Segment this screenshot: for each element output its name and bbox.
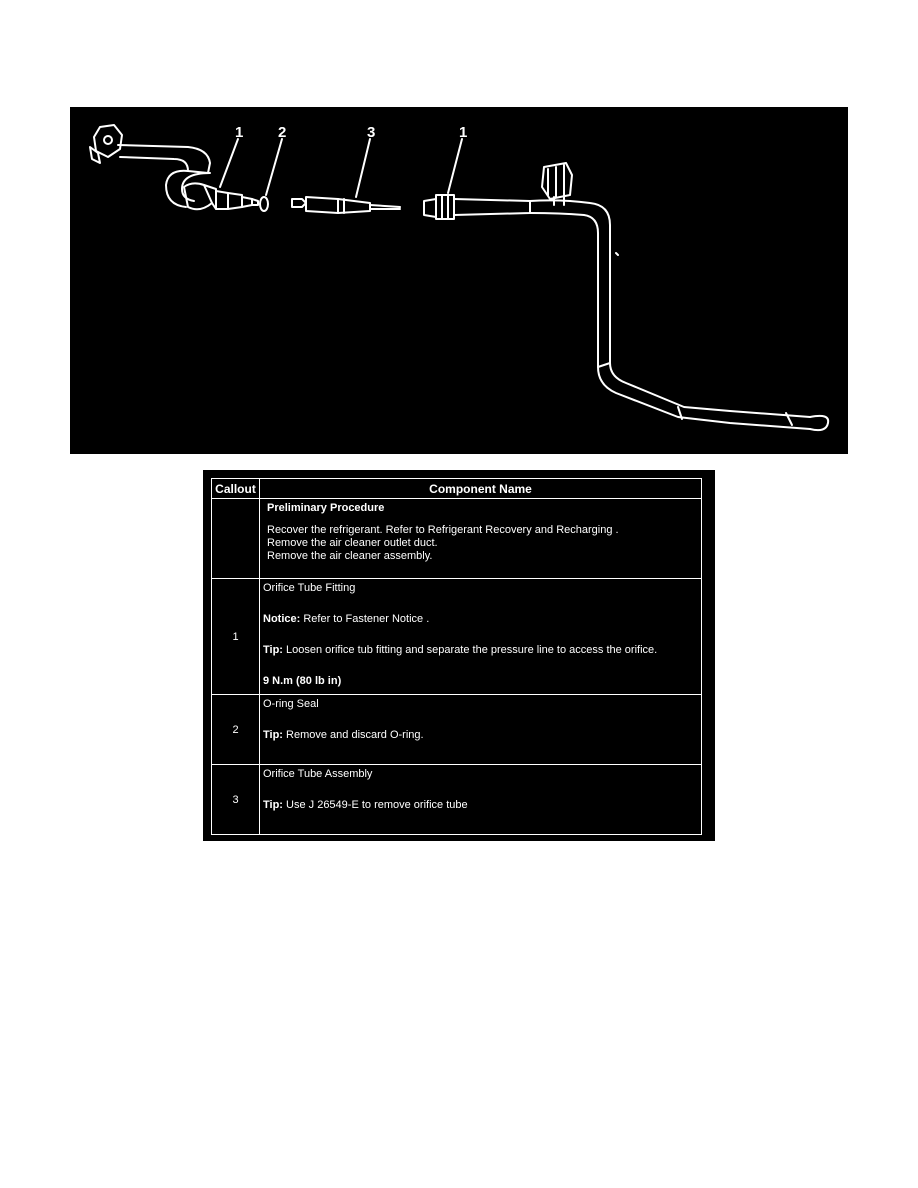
table-row: Preliminary Procedure Recover the refrig…: [211, 498, 702, 579]
component-cell: Orifice Tube Assembly Tip: Use J 26549-E…: [259, 764, 702, 835]
preliminary-step: Remove the air cleaner outlet duct.: [267, 537, 438, 549]
header-callout: Callout: [211, 478, 260, 499]
tip-text: Remove and discard O-ring.: [282, 729, 424, 741]
component-table-panel: Callout Component Name Preliminary Proce…: [203, 470, 715, 841]
preliminary-step: Remove the air cleaner assembly.: [267, 550, 433, 562]
notice-line: Notice: Refer to Fastener Notice .: [263, 613, 698, 626]
right-fitting: [423, 194, 531, 220]
preliminary-procedure-cell: Preliminary Procedure Recover the refrig…: [259, 498, 702, 579]
mounting-bracket: [89, 124, 123, 164]
callout-cell: 3: [211, 764, 260, 835]
tip-label: Tip:: [263, 729, 283, 741]
table-row: 3 Orifice Tube Assembly Tip: Use J 26549…: [211, 764, 702, 835]
component-name: Orifice Tube Fitting: [263, 582, 356, 594]
component-diagram: 1 2 3 1: [70, 107, 848, 454]
orifice-tube-assembly: [291, 196, 401, 214]
callout-label: 3: [367, 124, 375, 141]
tip-line: Tip: Loosen orifice tub fitting and sepa…: [263, 644, 698, 657]
component-name: O-ring Seal: [263, 698, 319, 710]
tip-label: Tip:: [263, 644, 283, 656]
callout-label: 1: [459, 124, 467, 141]
header-component-name: Component Name: [259, 478, 702, 499]
right-pipe: [529, 199, 830, 432]
orifice-tube-exploded-view: 1 2 3 1: [89, 124, 830, 432]
left-pipe: [117, 144, 211, 208]
callout-leaders: [219, 138, 463, 198]
preliminary-title: Preliminary Procedure: [267, 502, 385, 514]
tip-label: Tip:: [263, 799, 283, 811]
component-table: Callout Component Name Preliminary Proce…: [211, 478, 702, 835]
o-ring-seal: [259, 196, 269, 212]
table-header-row: Callout Component Name: [211, 478, 702, 499]
service-valve: [541, 162, 573, 206]
component-cell: Orifice Tube Fitting Notice: Refer to Fa…: [259, 578, 702, 695]
callout-cell: [211, 498, 260, 579]
tip-line: Tip: Remove and discard O-ring.: [263, 729, 698, 742]
callout-cell: 1: [211, 578, 260, 695]
component-name: Orifice Tube Assembly: [263, 768, 373, 780]
preliminary-step: Recover the refrigerant. Refer to Refrig…: [267, 524, 619, 536]
tip-text: Use J 26549-E to remove orifice tube: [282, 799, 468, 811]
callout-label: 2: [278, 124, 286, 141]
component-cell: O-ring Seal Tip: Remove and discard O-ri…: [259, 694, 702, 765]
callout-label: 1: [235, 124, 243, 141]
notice-label: Notice:: [263, 613, 301, 625]
tip-text: Loosen orifice tub fitting and separate …: [282, 644, 658, 656]
table-row: 2 O-ring Seal Tip: Remove and discard O-…: [211, 694, 702, 765]
torque-spec: 9 N.m (80 lb in): [263, 675, 342, 687]
table-row: 1 Orifice Tube Fitting Notice: Refer to …: [211, 578, 702, 695]
notice-text: Refer to Fastener Notice .: [300, 613, 430, 625]
left-nut-fitting: [183, 182, 259, 211]
callout-cell: 2: [211, 694, 260, 765]
tip-line: Tip: Use J 26549-E to remove orifice tub…: [263, 799, 698, 812]
